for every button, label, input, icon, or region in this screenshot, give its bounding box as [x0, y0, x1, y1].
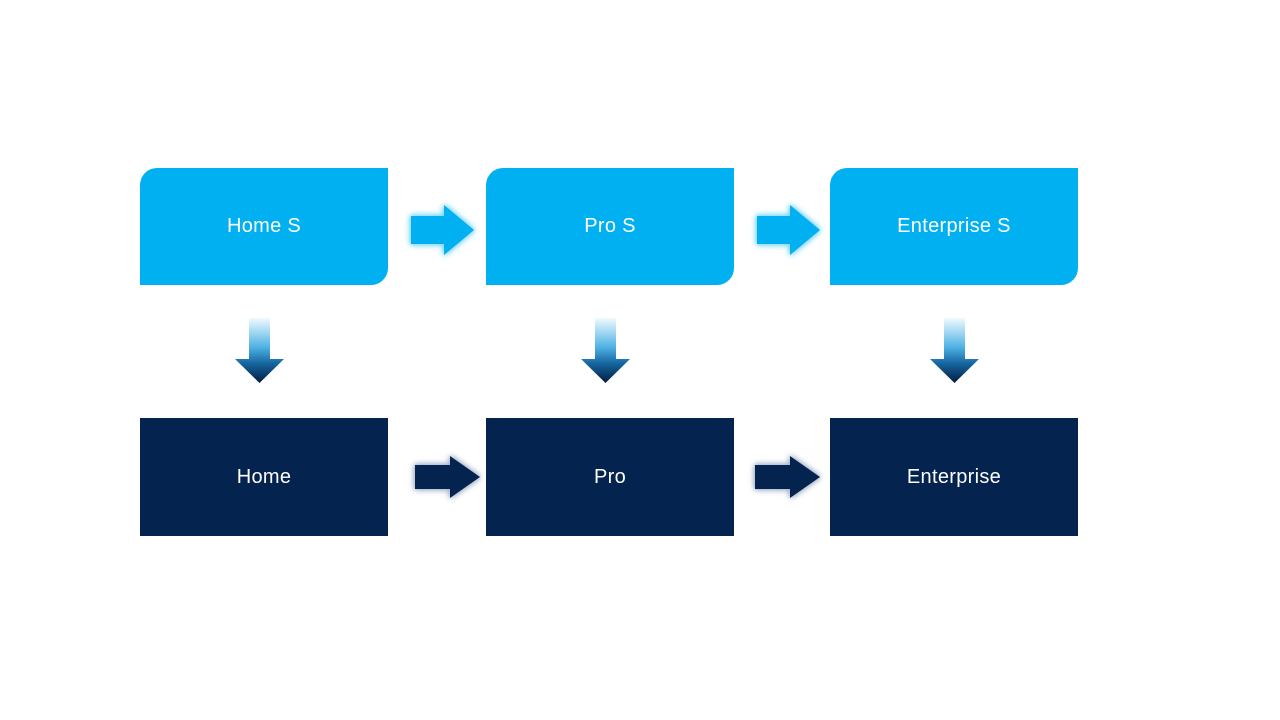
box-label: Pro [593, 465, 627, 488]
box-enterprise-s: Enterprise S [830, 168, 1078, 285]
right-arrow-shape [411, 205, 474, 255]
down-arrow-shape [235, 318, 284, 383]
down-arrow-icon [581, 318, 630, 383]
right-arrow-icon [757, 205, 820, 255]
box-pro-s: Pro S [486, 168, 734, 285]
right-arrow-icon [411, 205, 474, 255]
box-label: Home [236, 465, 292, 488]
right-arrow-icon [415, 456, 480, 498]
right-arrow-shape [755, 456, 820, 498]
box-enterprise: Enterprise [830, 418, 1078, 536]
right-arrow-shape [415, 456, 480, 498]
box-label: Enterprise [906, 465, 1002, 488]
box-home: Home [140, 418, 388, 536]
down-arrow-icon [930, 318, 979, 383]
right-arrow-shape [757, 205, 820, 255]
right-arrow-icon [755, 456, 820, 498]
box-label: Pro S [584, 215, 636, 237]
down-arrow-icon [235, 318, 284, 383]
box-home-s: Home S [140, 168, 388, 285]
box-label: Enterprise S [897, 215, 1011, 237]
box-pro: Pro [486, 418, 734, 536]
down-arrow-shape [930, 318, 979, 383]
down-arrow-shape [581, 318, 630, 383]
box-label: Home S [226, 215, 302, 237]
